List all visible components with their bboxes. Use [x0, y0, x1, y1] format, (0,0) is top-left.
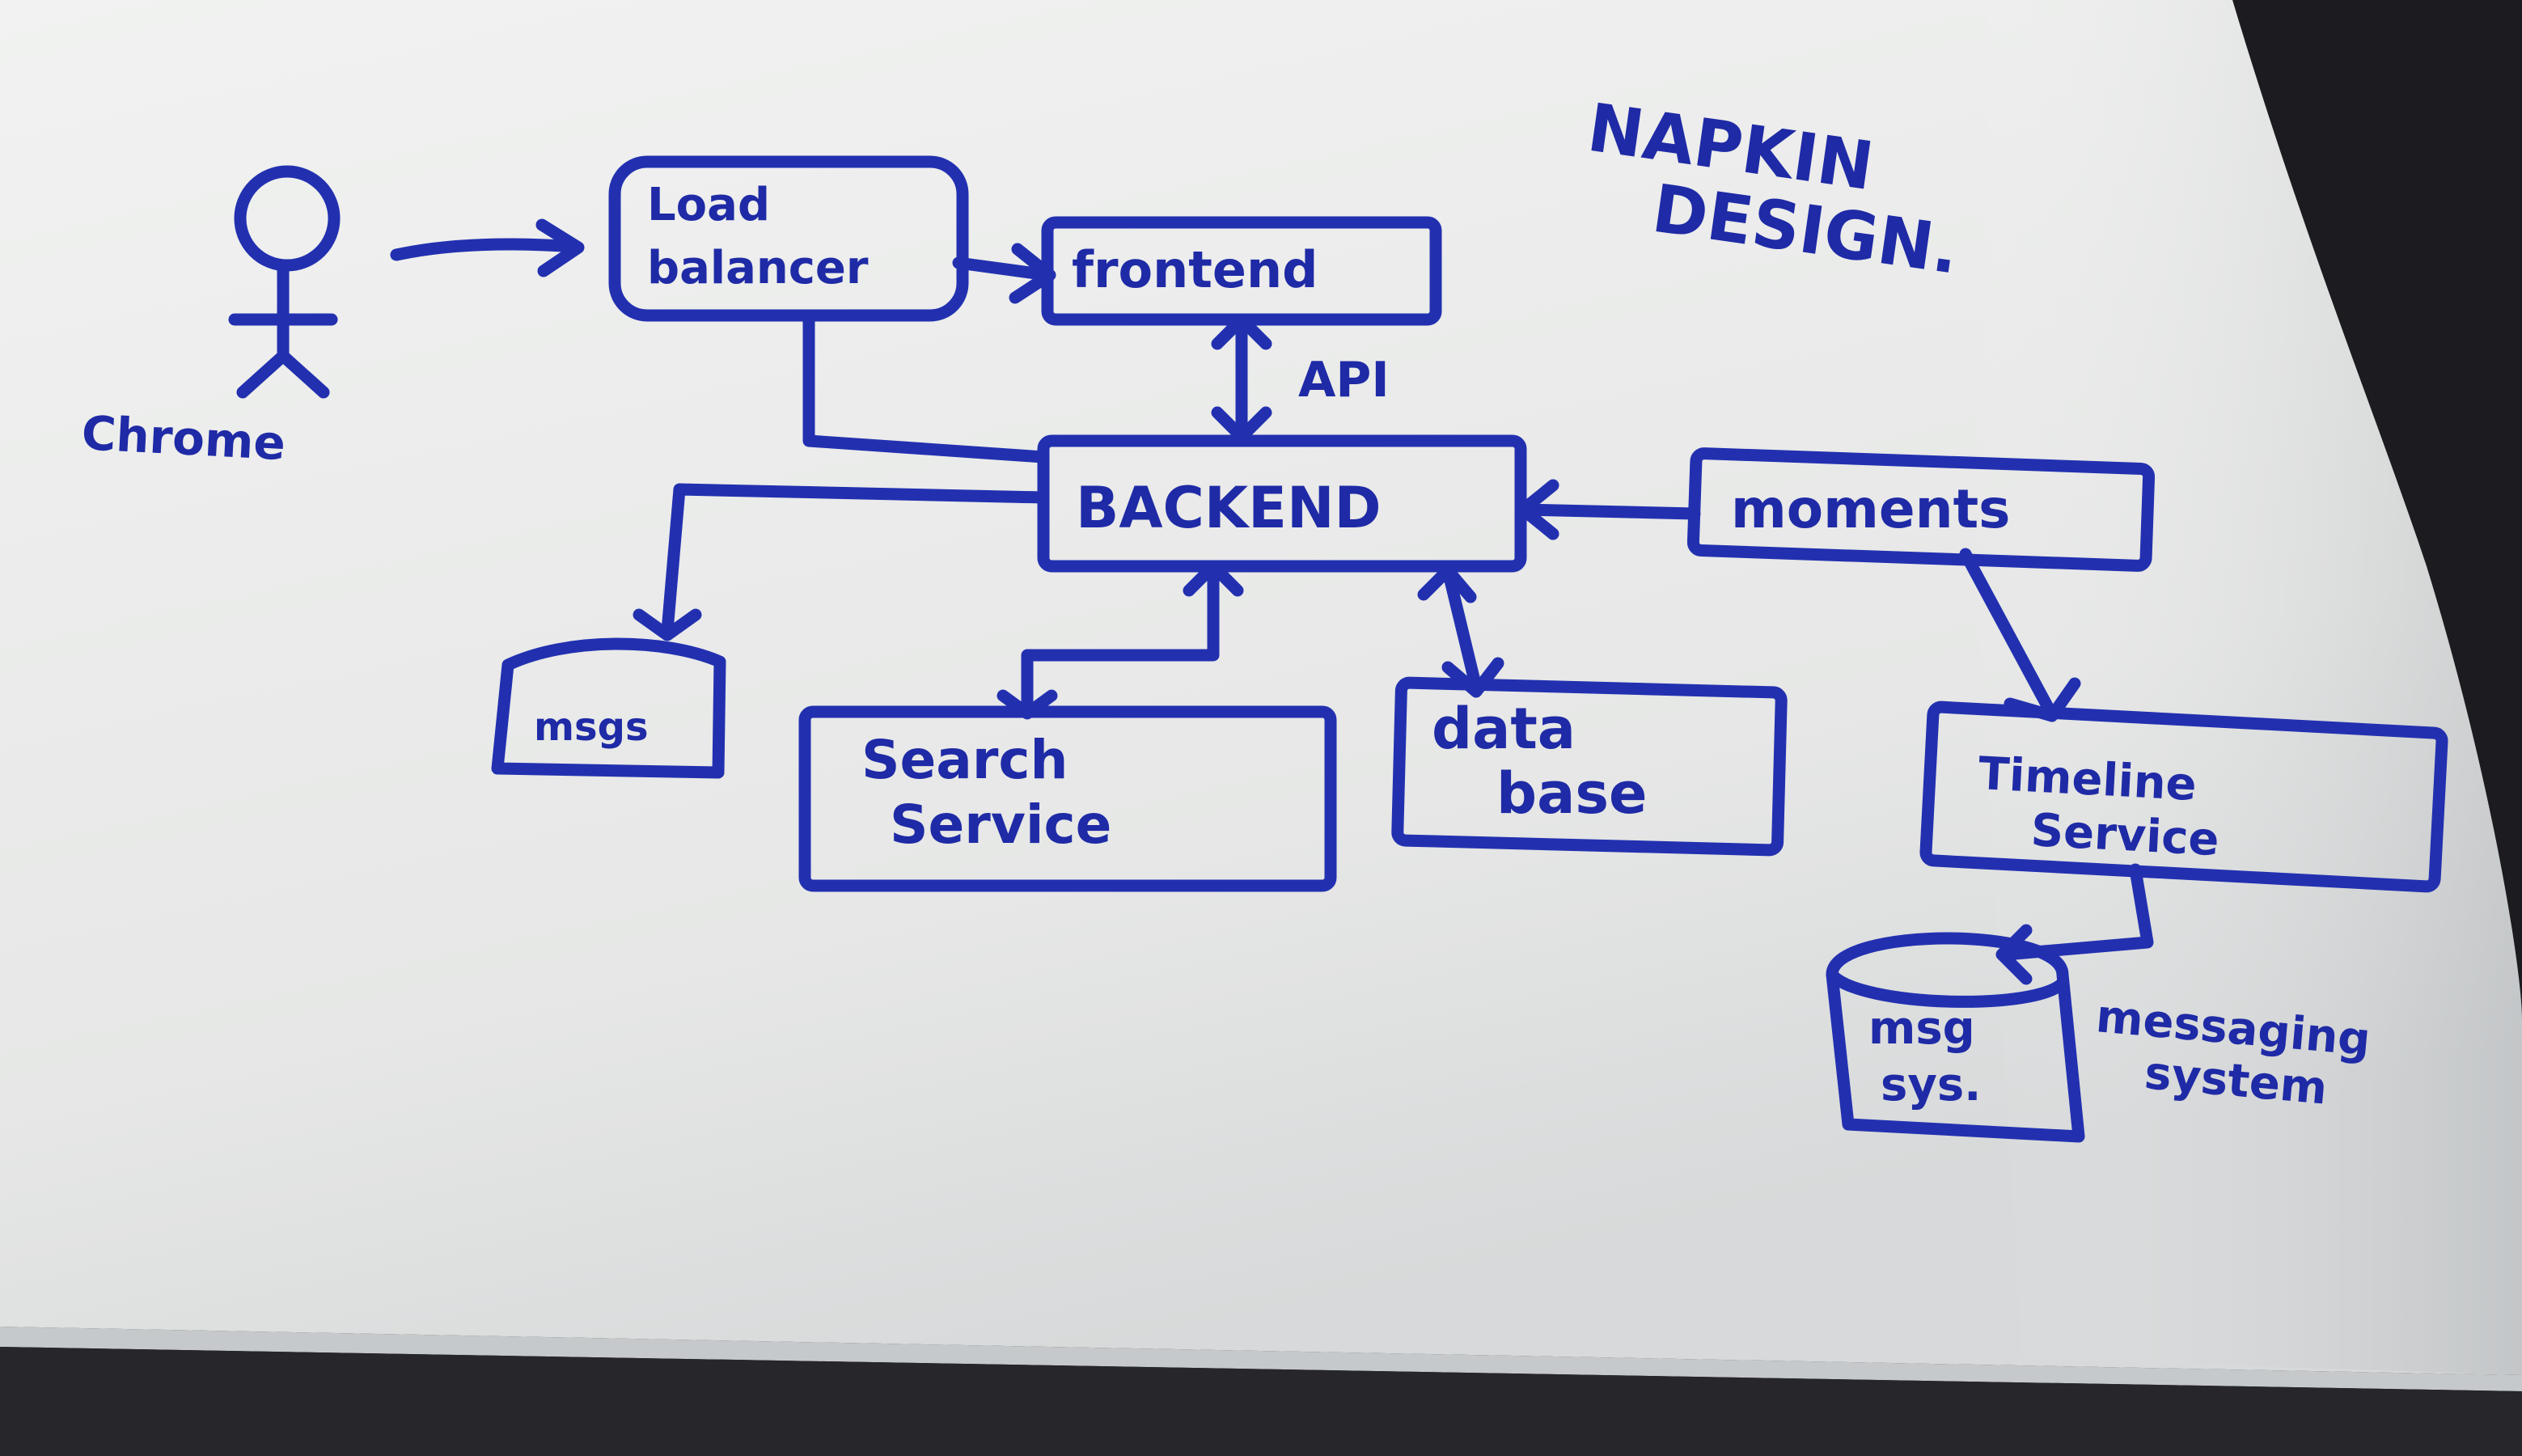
- timeline-service-label-line-2: Service: [2029, 804, 2220, 866]
- actor-label: Chrome: [80, 405, 286, 471]
- msg-store-label-line-2: sys.: [1881, 1059, 1981, 1111]
- moments-label: moments: [1731, 478, 2010, 540]
- search-service-label-line-1: Search: [861, 729, 1068, 791]
- database-label-line-2: base: [1496, 760, 1647, 827]
- backend-node: BACKEND: [1037, 434, 1527, 573]
- database-node: data base: [1391, 676, 1788, 857]
- backend-label: BACKEND: [1076, 475, 1382, 541]
- table-surface: [0, 1347, 2522, 1456]
- edge-load-balancer-to-backend: [802, 313, 1050, 463]
- edge-actor-to-load-balancer: [390, 218, 585, 277]
- api-label: API: [1298, 352, 1390, 408]
- edge-timeline-service-to-msg-store: [1995, 863, 2154, 985]
- msg-store-label-line-1: msg: [1868, 1002, 1975, 1055]
- msgs-node: msgs: [491, 637, 726, 779]
- timeline-service-label-line-1: Timeline: [1977, 747, 2198, 811]
- board-edge: [0, 1327, 2522, 1391]
- msgs-label: msgs: [534, 705, 649, 750]
- search-service-label-line-2: Service: [890, 794, 1111, 856]
- search-service-node: Search Service: [798, 705, 1337, 892]
- frontend-label: frontend: [1072, 240, 1318, 299]
- edge-backend-to-msgs: [633, 483, 1050, 641]
- board-surface: [0, 0, 2522, 1375]
- load-balancer-label-line-1: Load: [647, 179, 770, 231]
- frontend-node: frontend: [1041, 216, 1442, 326]
- database-label-line-1: data: [1432, 696, 1576, 762]
- stick-figure-icon: [228, 165, 341, 399]
- load-balancer-label-line-2: balancer: [647, 242, 869, 294]
- load-balancer-node: Load balancer: [608, 155, 969, 322]
- msg-store-node: msg sys.: [1826, 932, 2085, 1143]
- timeline-service-node: Timeline Service: [1919, 700, 2448, 893]
- moments-node: moments: [1686, 447, 2156, 572]
- board-shading: [1941, 0, 2522, 1375]
